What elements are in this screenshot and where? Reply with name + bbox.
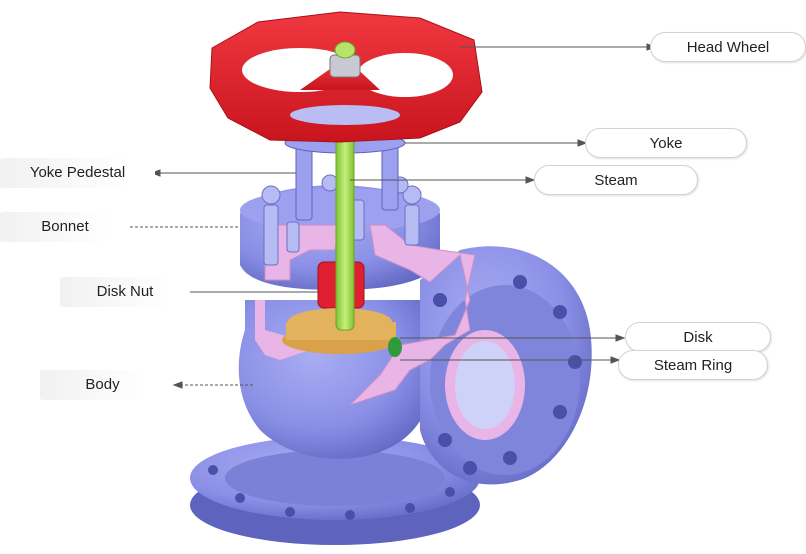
label-yoke: Yoke [585,128,747,158]
label-yoke-pedestal: Yoke Pedestal [0,158,155,188]
label-steam: Steam [534,165,698,195]
label-head-wheel: Head Wheel [650,32,806,62]
label-steam-ring: Steam Ring [618,350,768,380]
seat-ring [388,337,402,357]
label-bonnet: Bonnet [0,212,130,242]
label-disk-nut: Disk Nut [60,277,190,307]
label-body: Body [40,370,165,400]
label-disk: Disk [625,322,771,352]
outlet-flange [420,246,592,484]
handwheel [210,12,482,142]
